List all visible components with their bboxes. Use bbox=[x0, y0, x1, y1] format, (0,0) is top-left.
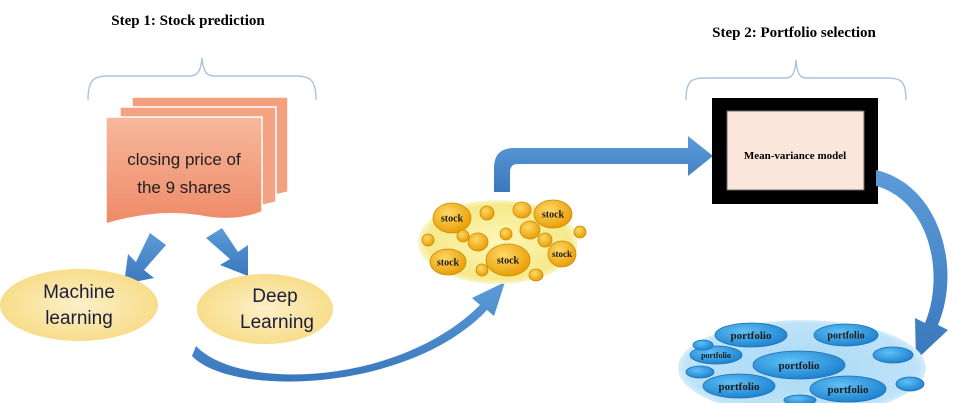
portfolio-bubble-label: portfolio bbox=[701, 351, 731, 360]
stock-bubble bbox=[512, 201, 532, 219]
arrow-to-deep-learning bbox=[206, 228, 248, 276]
ml-label-line2: learning bbox=[45, 308, 113, 329]
portfolio-bubble bbox=[692, 339, 714, 351]
stock-bubble bbox=[467, 232, 489, 252]
dl-label-line2: Learning bbox=[240, 312, 314, 333]
stock-bubble-label: stock bbox=[552, 249, 572, 259]
portfolio-bubble: portfolio bbox=[752, 350, 846, 380]
portfolio-bubble bbox=[685, 365, 715, 379]
step1-bracket bbox=[87, 57, 317, 101]
stock-bubble bbox=[528, 268, 544, 282]
step1-title: Step 1: Stock prediction bbox=[111, 13, 265, 29]
stock-bubble-label: stock bbox=[441, 214, 464, 225]
portfolio-bubble-label: portfolio bbox=[719, 381, 760, 393]
ml-label-line1: Machine bbox=[43, 282, 115, 303]
portfolio-bubble bbox=[895, 376, 925, 392]
stock-data-document-stack: closing price of the 9 shares bbox=[105, 96, 289, 226]
stock-bubble bbox=[479, 205, 495, 221]
stock-bubble bbox=[573, 225, 587, 239]
portfolio-bubble: portfolio bbox=[702, 373, 776, 399]
document-label-line1: closing price of bbox=[127, 150, 241, 169]
dl-label-line1: Deep bbox=[252, 286, 297, 307]
portfolio-bubble-label: portfolio bbox=[827, 331, 864, 342]
stock-bubble-label: stock bbox=[497, 256, 520, 267]
portfolio-bubble: portfolio bbox=[689, 345, 743, 365]
stock-bubble bbox=[475, 263, 489, 277]
portfolio-bubble: portfolio bbox=[809, 375, 887, 403]
arrow-learning-to-stock-pool bbox=[192, 282, 505, 382]
portfolio-bubble: portfolio bbox=[714, 322, 788, 348]
portfolio-bubble bbox=[783, 394, 817, 403]
stock-bubble-label: stock bbox=[437, 258, 460, 269]
stock-bubble bbox=[499, 227, 513, 241]
stock-bubble bbox=[519, 220, 541, 240]
stock-pool: stock stock stock stock stock bbox=[418, 199, 587, 284]
portfolio-bubble bbox=[872, 346, 914, 364]
mean-variance-model-box: Mean-variance model bbox=[712, 98, 878, 204]
stock-bubble: stock bbox=[432, 202, 472, 234]
stock-bubble: stock bbox=[533, 199, 573, 229]
stock-bubble: stock bbox=[429, 248, 467, 276]
stock-bubble: stock bbox=[547, 240, 577, 268]
stock-bubble bbox=[421, 233, 435, 247]
step2-title: Step 2: Portfolio selection bbox=[712, 25, 876, 41]
stock-bubble bbox=[456, 229, 470, 243]
machine-learning-node: Machine learning bbox=[0, 269, 158, 341]
arrow-to-machine-learning bbox=[124, 233, 166, 284]
portfolio-bubble-label: portfolio bbox=[731, 330, 772, 342]
stock-bubble: stock bbox=[485, 243, 531, 277]
stock-bubble-label: stock bbox=[542, 210, 565, 221]
portfolio-bubble-label: portfolio bbox=[779, 360, 820, 372]
deep-learning-node: Deep Learning bbox=[197, 274, 333, 344]
document-label-line2: the 9 shares bbox=[137, 178, 231, 197]
portfolio-bubble-label: portfolio bbox=[828, 384, 869, 396]
step2-bracket bbox=[685, 59, 907, 101]
model-label: Mean-variance model bbox=[744, 150, 846, 162]
arrow-stock-pool-to-model bbox=[494, 136, 713, 192]
portfolio-bubble: portfolio bbox=[813, 323, 879, 347]
stock-bubble bbox=[537, 232, 553, 248]
arrow-model-to-portfolio-pool bbox=[876, 170, 948, 360]
